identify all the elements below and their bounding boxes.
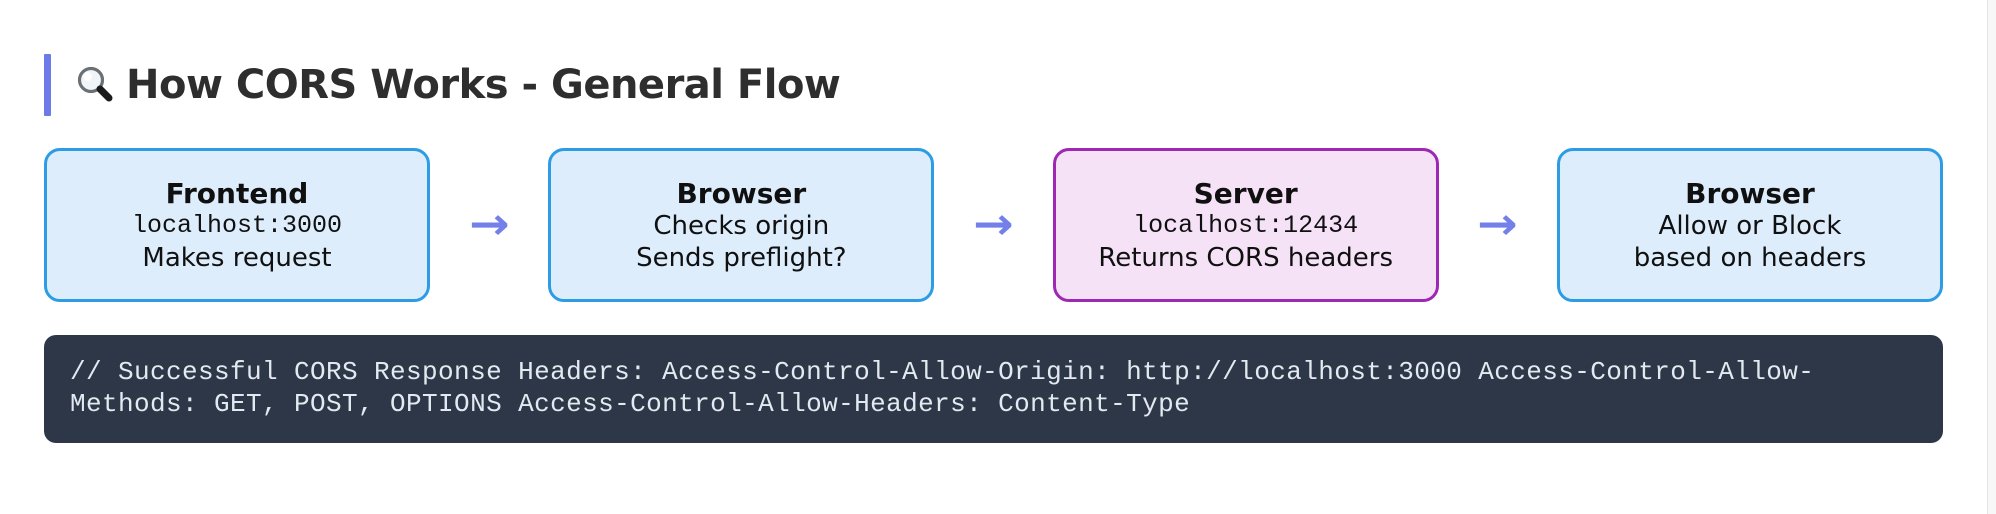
section-heading: How CORS Works - General Flow — [44, 50, 841, 120]
code-line: Methods: GET, POST, OPTIONS Access-Contr… — [70, 389, 1191, 419]
page-title: How CORS Works - General Flow — [126, 62, 841, 108]
flow-step-name: Server — [1193, 176, 1298, 210]
flow-step-detail: Sends preflight? — [636, 242, 847, 273]
flow-step-detail: Returns CORS headers — [1098, 242, 1393, 273]
flow-step-detail: Checks origin — [653, 210, 830, 241]
flow-step-detail: based on headers — [1633, 242, 1867, 273]
flow-step-detail: Makes request — [142, 242, 332, 273]
arrow-right-icon: → — [468, 199, 510, 250]
flow-step-detail: localhost:3000 — [131, 210, 343, 240]
heading-accent-bar — [44, 54, 51, 116]
flow-step-name: Browser — [676, 176, 807, 210]
cors-flow-diagram: Frontend localhost:3000 Makes request → … — [44, 148, 1943, 302]
magnifying-glass-icon — [77, 66, 113, 102]
flow-arrow-cell: → — [430, 148, 548, 302]
flow-step-detail: Allow or Block — [1658, 210, 1842, 241]
flow-step-server: Server localhost:12434 Returns CORS head… — [1052, 148, 1439, 302]
arrow-right-icon: → — [973, 199, 1014, 250]
code-line: // Successful CORS Response Headers: Acc… — [70, 357, 1815, 387]
flow-step-detail: localhost:12434 — [1133, 210, 1359, 240]
flow-step-frontend: Frontend localhost:3000 Makes request — [44, 148, 430, 302]
flow-step-browser-decision: Browser Allow or Block based on headers — [1556, 148, 1943, 302]
vertical-scrollbar[interactable] — [1987, 0, 1996, 514]
flow-arrow-cell: → — [1439, 148, 1557, 302]
flow-step-name: Browser — [1685, 176, 1815, 210]
arrow-right-icon: → — [1477, 199, 1519, 250]
code-block-cors-headers: // Successful CORS Response Headers: Acc… — [44, 335, 1943, 443]
flow-step-name: Frontend — [165, 176, 309, 210]
flow-arrow-cell: → — [934, 148, 1052, 302]
flow-step-browser-check: Browser Checks origin Sends preflight? — [548, 148, 935, 302]
